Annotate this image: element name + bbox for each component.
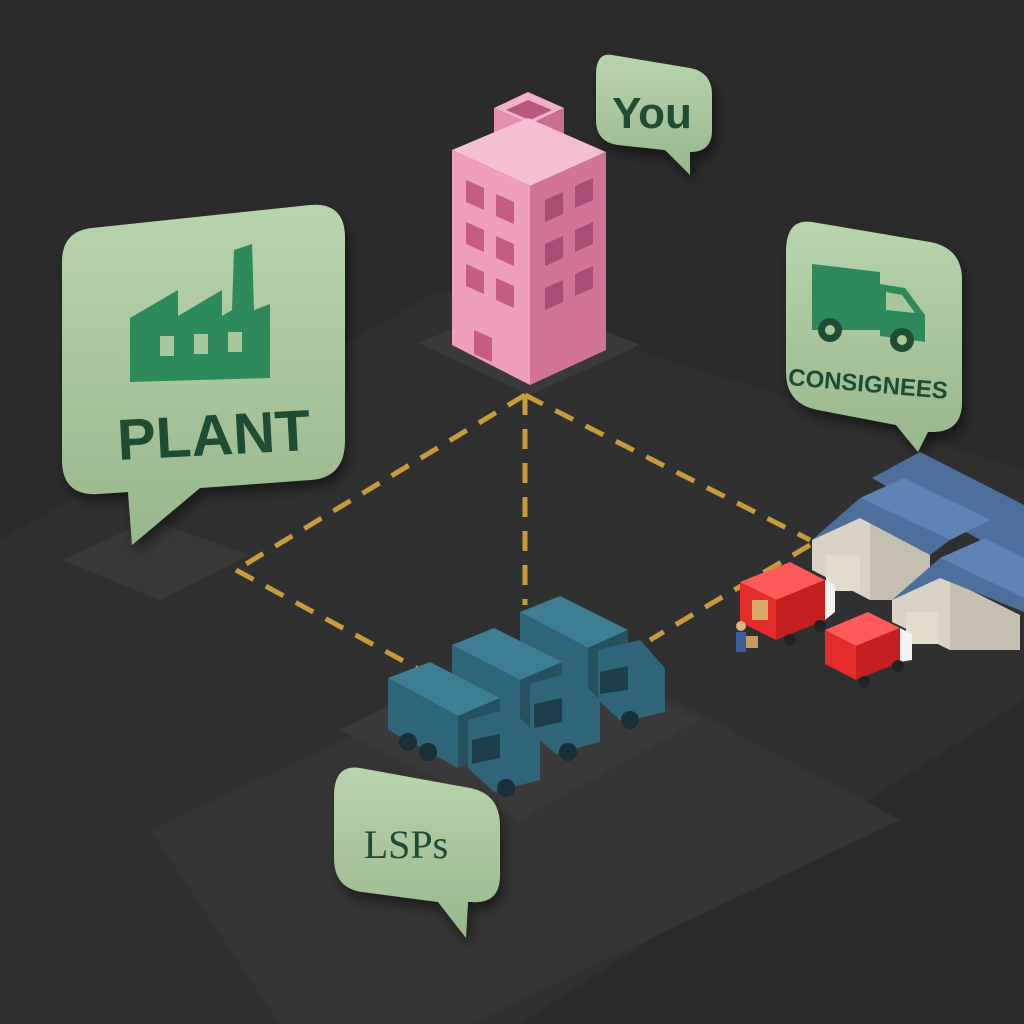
factory-icon (130, 244, 270, 382)
office-building (452, 92, 606, 385)
connector-lines (234, 392, 812, 673)
lsp-truck-middle (452, 628, 600, 761)
delivery-truck-icon (812, 264, 925, 352)
you-bubble (596, 54, 712, 175)
lsps-label: LSPs (364, 822, 449, 867)
lsp-truck-front (388, 662, 540, 797)
warehouse-right (892, 538, 1024, 650)
plant-pad (62, 520, 250, 600)
loading-worker (736, 621, 758, 652)
red-container-truck-1 (740, 562, 835, 646)
plant-label: PLANT (116, 398, 312, 473)
you-label: You (612, 89, 692, 138)
ground-platform-lower (150, 640, 900, 1024)
lsps-bubble (334, 767, 500, 938)
red-container-truck-2 (825, 612, 912, 688)
